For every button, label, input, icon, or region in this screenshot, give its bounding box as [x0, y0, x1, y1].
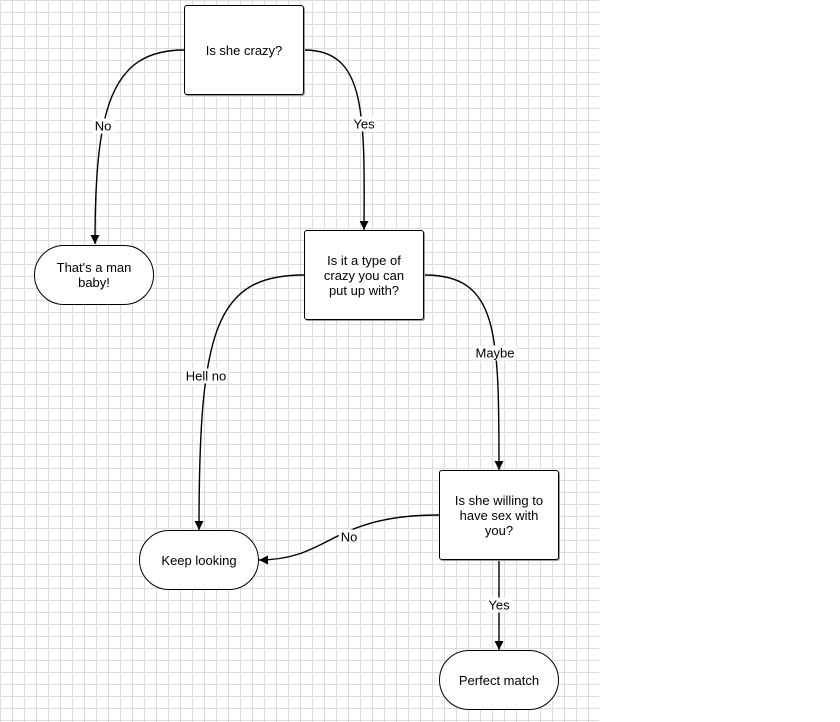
- edge-label-crazy-no: No: [92, 118, 114, 134]
- edge-sex-no: [258, 514, 440, 565]
- edge-label-maybe: Maybe: [473, 345, 517, 361]
- decision-is-she-crazy[interactable]: Is she crazy?: [184, 5, 304, 95]
- node-label: That's a man baby!: [56, 260, 132, 290]
- edge-type-maybe: [423, 274, 504, 471]
- terminal-keep-looking[interactable]: Keep looking: [139, 530, 259, 590]
- edge-type-hell-no: [194, 274, 305, 531]
- edge-label-hell-no: Hell no: [183, 368, 229, 384]
- edge-crazy-no: [90, 49, 185, 245]
- node-label: Is she willing to have sex with you?: [454, 492, 544, 538]
- decision-willing[interactable]: Is she willing to have sex with you?: [439, 470, 559, 560]
- terminal-man-baby[interactable]: That's a man baby!: [34, 245, 154, 305]
- edges-layer: [90, 49, 504, 650]
- decision-type-of-crazy[interactable]: Is it a type of crazy you can put up wit…: [304, 230, 424, 320]
- node-label: Is she crazy?: [205, 42, 283, 58]
- node-label: Keep looking: [161, 552, 237, 568]
- edge-label-crazy-yes: Yes: [351, 116, 377, 132]
- node-label: Perfect match: [458, 672, 540, 688]
- node-label: Is it a type of crazy you can put up wit…: [323, 252, 405, 298]
- edge-label-sex-no: No: [338, 529, 360, 545]
- edge-crazy-yes: [303, 49, 369, 231]
- edge-label-sex-yes: Yes: [486, 597, 512, 613]
- terminal-perfect-match[interactable]: Perfect match: [439, 650, 559, 710]
